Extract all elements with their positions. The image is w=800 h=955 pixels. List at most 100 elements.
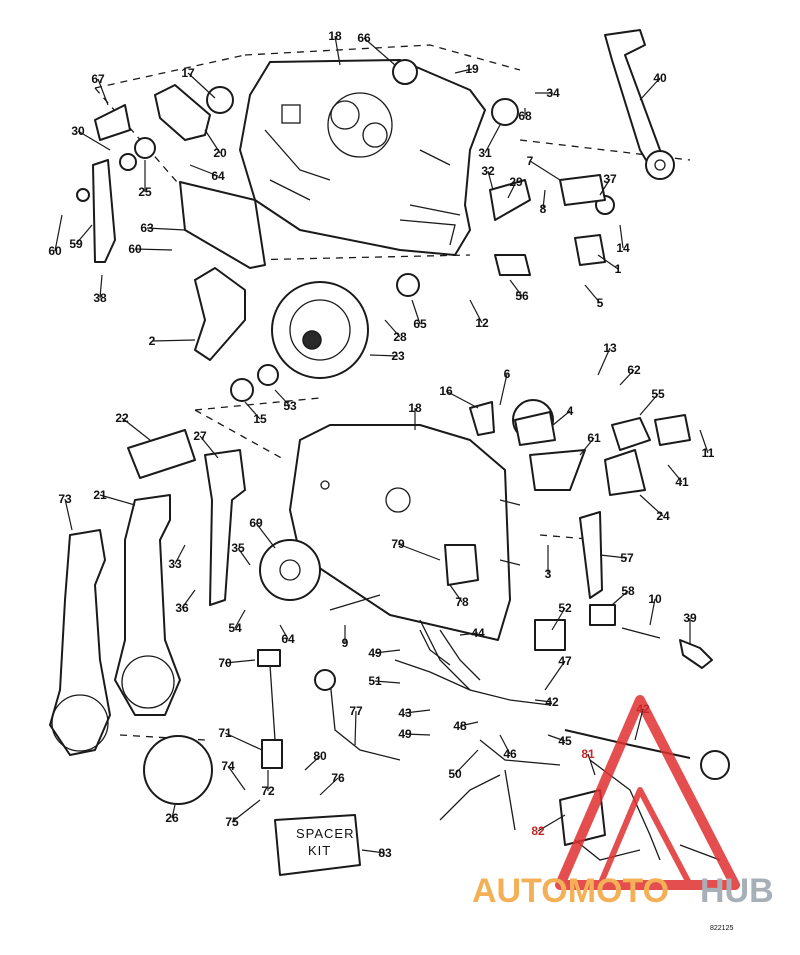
- callout-81: 81: [581, 747, 595, 761]
- leader-line-49: [404, 733, 431, 736]
- callout-21: 21: [93, 488, 107, 502]
- leader-line-60: [134, 248, 173, 251]
- leader-line-80: [304, 755, 321, 771]
- callout-62: 62: [627, 363, 641, 377]
- callout-8: 8: [540, 202, 547, 216]
- callout-73: 73: [58, 492, 72, 506]
- callout-76: 76: [331, 771, 345, 785]
- leader-lines: [54, 35, 709, 854]
- leader-line-52: [551, 607, 566, 631]
- leader-line-24: [639, 494, 664, 517]
- leader-line-20: [204, 129, 221, 154]
- leader-line-53: [274, 389, 291, 407]
- callout-41: 41: [675, 475, 689, 489]
- leader-line-45: [547, 734, 566, 742]
- leader-line-60: [54, 214, 63, 252]
- leader-line-48: [459, 721, 479, 727]
- callout-4: 4: [567, 404, 574, 418]
- callout-42: 42: [636, 702, 650, 716]
- callout-49: 49: [368, 646, 382, 660]
- callout-46: 46: [503, 747, 517, 761]
- leader-line-42: [634, 708, 644, 741]
- leader-line-71: [224, 732, 263, 751]
- callout-56: 56: [515, 289, 529, 303]
- leader-line-30: [77, 130, 111, 151]
- callout-15: 15: [253, 412, 267, 426]
- callout-52: 52: [558, 601, 572, 615]
- watermark-text-orange: AUTOMOTO: [472, 872, 669, 910]
- leader-line-65: [411, 299, 421, 325]
- leader-line-64: [189, 164, 219, 177]
- leader-line-37: [599, 178, 611, 196]
- callout-58: 58: [621, 584, 635, 598]
- callout-43: 43: [398, 706, 412, 720]
- leader-line-31: [484, 124, 501, 154]
- callout-9: 9: [342, 636, 349, 650]
- callout-26: 26: [165, 811, 179, 825]
- leader-line-16: [445, 390, 479, 409]
- callout-29: 29: [509, 175, 523, 189]
- leader-line-56: [509, 279, 523, 297]
- leader-line-73: [64, 498, 73, 531]
- leader-line-11: [699, 429, 709, 454]
- leader-line-49: [374, 649, 401, 654]
- leader-line-67: [97, 78, 109, 106]
- lower-housing-cover: [289, 424, 521, 641]
- leader-line-13: [597, 347, 611, 376]
- callout-18: 18: [408, 401, 422, 415]
- leader-line-10: [649, 598, 656, 626]
- leader-line-79: [397, 543, 441, 561]
- callout-69: 69: [249, 516, 263, 530]
- callout-10: 10: [648, 592, 662, 606]
- gear-parts: [76, 59, 615, 601]
- callout-40: 40: [653, 71, 667, 85]
- callout-59: 59: [69, 237, 83, 251]
- leader-line-77: [354, 710, 357, 746]
- callout-61: 61: [587, 431, 601, 445]
- callout-24: 24: [656, 509, 670, 523]
- callout-53: 53: [283, 399, 297, 413]
- leader-line-15: [244, 401, 261, 420]
- callout-60: 60: [48, 244, 62, 258]
- callout-50: 50: [448, 767, 462, 781]
- leader-line-21: [99, 494, 136, 506]
- callout-1: 1: [615, 262, 622, 276]
- callout-82: 82: [531, 824, 545, 838]
- callout-27: 27: [193, 429, 207, 443]
- leader-line-28: [384, 319, 401, 338]
- callout-20: 20: [213, 146, 227, 160]
- leader-line-62: [619, 369, 635, 386]
- callout-72: 72: [261, 784, 275, 798]
- callout-18: 18: [328, 29, 342, 43]
- leader-line-4: [552, 410, 571, 426]
- callout-33: 33: [168, 557, 182, 571]
- leader-line-46: [499, 734, 511, 755]
- callout-30: 30: [71, 124, 85, 138]
- callout-49: 49: [398, 727, 412, 741]
- callout-64: 64: [281, 632, 295, 646]
- leader-line-76: [319, 777, 339, 796]
- upper-housing: [239, 59, 486, 256]
- leader-line-32: [487, 170, 494, 191]
- callout-77: 77: [349, 704, 363, 718]
- leader-line-55: [639, 393, 659, 416]
- callout-44: 44: [471, 626, 485, 640]
- leader-line-75: [231, 799, 261, 823]
- leader-line-57: [599, 554, 628, 559]
- callout-23: 23: [391, 349, 405, 363]
- callout-17: 17: [181, 66, 195, 80]
- callout-45: 45: [558, 734, 572, 748]
- callout-74: 74: [221, 759, 235, 773]
- control-handles: [49, 429, 246, 805]
- leader-line-6: [499, 373, 508, 406]
- leader-line-14: [619, 224, 624, 249]
- callout-37: 37: [603, 172, 617, 186]
- leader-line-47: [544, 660, 566, 691]
- callout-78: 78: [455, 595, 469, 609]
- callout-75: 75: [225, 815, 239, 829]
- leader-line-54: [234, 609, 246, 629]
- levers: [92, 84, 713, 669]
- callout-11: 11: [702, 446, 715, 460]
- callout-65: 65: [413, 317, 427, 331]
